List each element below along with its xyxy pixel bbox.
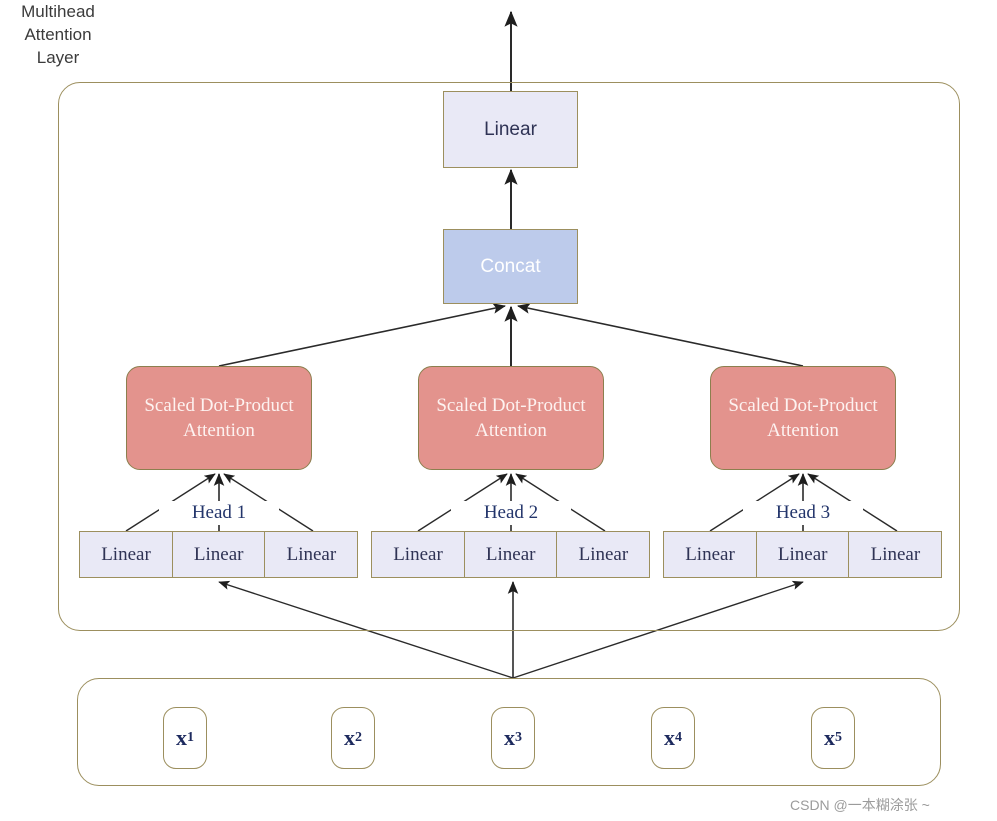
multihead-attention-label: Multihead Attention Layer: [0, 0, 116, 70]
input-token-1-sub: 1: [187, 730, 194, 745]
sdpa-2-line-1: Scaled Dot-Product: [436, 395, 586, 416]
head-label-2: Head 2: [451, 501, 571, 525]
input-token-3-base: x: [504, 725, 515, 750]
concat-box[interactable]: Concat: [443, 229, 578, 304]
head-label-1: Head 1: [159, 501, 279, 525]
input-token-5-sub: 5: [835, 730, 842, 745]
head-1-linear-group: Linear Linear Linear: [79, 531, 361, 578]
input-token-2-base: x: [344, 725, 355, 750]
head-2-linear-group: Linear Linear Linear: [371, 531, 653, 578]
sdpa-3-line-2: Attention: [767, 420, 839, 441]
output-linear-label: Linear: [484, 118, 537, 140]
mha-label-line-3: Layer: [36, 48, 80, 67]
input-token-2-sub: 2: [355, 730, 362, 745]
input-token-5-base: x: [824, 725, 835, 750]
mha-label-line-1: Multihead: [21, 2, 95, 21]
output-linear-box[interactable]: Linear: [443, 91, 578, 168]
head-1-linear-v[interactable]: Linear: [264, 531, 359, 578]
scaled-dot-product-attention-box-1[interactable]: Scaled Dot-Product Attention: [126, 366, 312, 470]
input-sequence-container: [77, 678, 941, 786]
head-2-linear-v-label: Linear: [578, 543, 629, 565]
head-3-linear-v[interactable]: Linear: [848, 531, 943, 578]
head-3-linear-v-label: Linear: [870, 543, 921, 565]
head-1-linear-q-label: Linear: [101, 543, 151, 565]
head-1-linear-k[interactable]: Linear: [171, 531, 266, 578]
head-1-linear-q[interactable]: Linear: [79, 531, 173, 578]
head-3-linear-k[interactable]: Linear: [755, 531, 850, 578]
sdpa-2-line-2: Attention: [475, 420, 547, 441]
input-token-4-base: x: [664, 725, 675, 750]
scaled-dot-product-attention-box-2[interactable]: Scaled Dot-Product Attention: [418, 366, 604, 470]
concat-label: Concat: [480, 255, 541, 277]
head-3-linear-k-label: Linear: [777, 543, 828, 565]
head-3-linear-q-label: Linear: [685, 543, 735, 565]
mha-label-line-2: Attention: [24, 25, 92, 44]
head-1-linear-v-label: Linear: [286, 543, 337, 565]
sdpa-3-line-1: Scaled Dot-Product: [728, 395, 878, 416]
head-2-linear-k[interactable]: Linear: [463, 531, 558, 578]
sdpa-1-line-1: Scaled Dot-Product: [144, 395, 294, 416]
input-token-3-sub: 3: [515, 730, 522, 745]
head-2-linear-k-label: Linear: [485, 543, 536, 565]
sdpa-1-line-2: Attention: [183, 420, 255, 441]
scaled-dot-product-attention-box-3[interactable]: Scaled Dot-Product Attention: [710, 366, 896, 470]
input-token-4-sub: 4: [675, 730, 682, 745]
head-1-linear-k-label: Linear: [193, 543, 244, 565]
input-token-1-base: x: [176, 725, 187, 750]
head-2-linear-q-label: Linear: [393, 543, 443, 565]
head-2-linear-q[interactable]: Linear: [371, 531, 465, 578]
multihead-attention-container: [58, 82, 960, 631]
head-label-3: Head 3: [743, 501, 863, 525]
watermark-text: CSDN @一本糊涂张 ~: [790, 797, 930, 813]
head-2-linear-v[interactable]: Linear: [556, 531, 651, 578]
head-3-linear-q[interactable]: Linear: [663, 531, 757, 578]
head-3-linear-group: Linear Linear Linear: [663, 531, 945, 578]
